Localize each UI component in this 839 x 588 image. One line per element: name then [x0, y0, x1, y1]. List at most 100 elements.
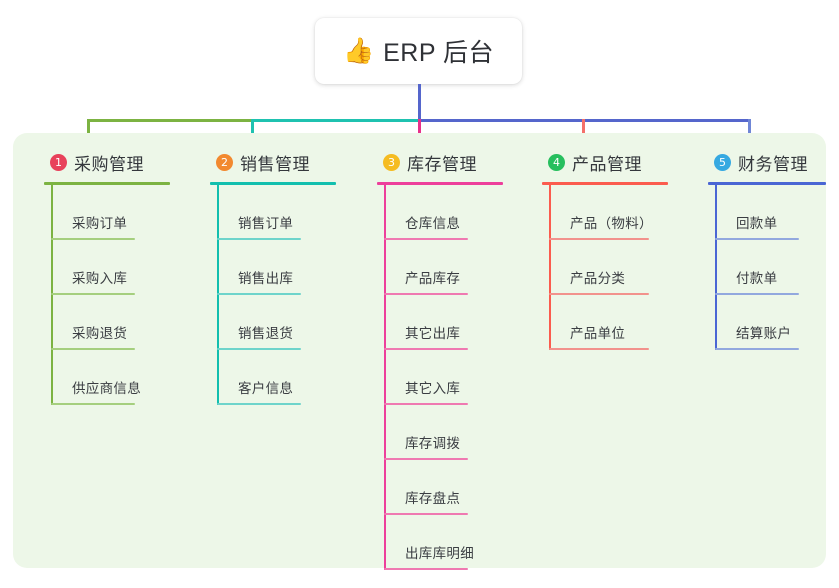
module-item-rule: [715, 293, 799, 295]
module-item[interactable]: 结算账户: [715, 295, 839, 350]
module-item[interactable]: 供应商信息: [51, 350, 192, 405]
module-item-rule: [217, 403, 301, 405]
module-column-3: 3 库存管理仓库信息产品库存其它出库其它入库库存调拨库存盘点出库库明细: [365, 147, 525, 570]
module-item-label: 仓库信息: [405, 216, 461, 231]
module-item[interactable]: 库存盘点: [384, 460, 525, 515]
module-number-badge: 1: [50, 153, 67, 171]
module-item-label: 产品单位: [570, 326, 626, 341]
module-item-label: 其它入库: [405, 381, 461, 396]
module-header-rule: [377, 182, 503, 185]
module-item[interactable]: 出库库明细: [384, 515, 525, 570]
module-title: 库存管理: [407, 154, 477, 174]
connector-drop-product: [582, 119, 585, 143]
module-item-rule: [715, 238, 799, 240]
module-number-badge: 4: [548, 153, 565, 171]
module-number-badge: 3: [383, 153, 400, 171]
module-item[interactable]: 采购入库: [51, 240, 192, 295]
module-item[interactable]: 产品库存: [384, 240, 525, 295]
module-item-label: 销售退货: [238, 326, 294, 341]
module-item-rule: [384, 403, 468, 405]
module-item-label: 回款单: [736, 216, 778, 231]
module-item[interactable]: 销售退货: [217, 295, 358, 350]
module-title: 采购管理: [74, 154, 144, 174]
module-item-label: 付款单: [736, 271, 778, 286]
module-item-label: 结算账户: [736, 326, 792, 341]
module-item-rule: [715, 348, 799, 350]
module-item-rule: [549, 238, 649, 240]
module-item-rule: [384, 238, 468, 240]
module-item-rule: [384, 568, 468, 570]
module-title: 财务管理: [738, 154, 808, 174]
module-item-rule: [217, 348, 301, 350]
module-item[interactable]: 产品分类: [549, 240, 690, 295]
connector-drop-sales: [251, 119, 254, 143]
module-header-1[interactable]: 1 采购管理: [32, 147, 192, 177]
connector-bar-teal: [251, 119, 419, 122]
connector-root-stem: [418, 84, 421, 122]
module-item-label: 库存调拨: [405, 436, 461, 451]
module-item-label: 采购订单: [72, 216, 128, 231]
module-item-label: 其它出库: [405, 326, 461, 341]
module-item-list: 产品（物料） 产品分类产品单位: [549, 185, 690, 350]
module-item-list: 采购订单采购入库采购退货供应商信息: [51, 185, 192, 405]
module-item-rule: [549, 348, 649, 350]
module-header-3[interactable]: 3 库存管理: [365, 147, 525, 177]
connector-bar-green: [87, 119, 252, 122]
module-item-label: 产品分类: [570, 271, 626, 286]
module-item[interactable]: 销售订单: [217, 185, 358, 240]
module-item-rule: [384, 348, 468, 350]
module-item-label: 客户信息: [238, 381, 294, 396]
thumbs-up-icon: 👍: [342, 36, 375, 65]
module-header-rule: [44, 182, 170, 185]
module-item[interactable]: 采购订单: [51, 185, 192, 240]
module-item-rule: [51, 293, 135, 295]
module-spine-line: [51, 185, 53, 405]
module-header-4[interactable]: 4 产品管理: [530, 147, 690, 177]
module-item-label: 出库库明细: [405, 546, 474, 561]
module-item-rule: [51, 403, 135, 405]
module-item[interactable]: 仓库信息: [384, 185, 525, 240]
connector-drop-finance: [748, 119, 751, 143]
module-item-rule: [51, 238, 135, 240]
module-item-list: 销售订单销售出库销售退货客户信息: [217, 185, 358, 405]
module-item[interactable]: 付款单: [715, 240, 839, 295]
module-header-rule: [708, 182, 826, 185]
module-item[interactable]: 产品（物料）: [549, 185, 690, 240]
module-column-5: 5 财务管理回款单付款单结算账户: [696, 147, 839, 350]
module-number-badge: 2: [216, 153, 233, 171]
module-item[interactable]: 其它入库: [384, 350, 525, 405]
connector-drop-inventory: [418, 119, 421, 143]
module-item-rule: [549, 293, 649, 295]
module-title: 产品管理: [572, 154, 642, 174]
module-item-label: 供应商信息: [72, 381, 141, 396]
module-item-rule: [384, 293, 468, 295]
module-item-label: 销售出库: [238, 271, 294, 286]
connector-drop-purchase: [87, 119, 90, 143]
module-header-rule: [542, 182, 668, 185]
module-item[interactable]: 库存调拨: [384, 405, 525, 460]
root-title: ERP 后台: [383, 39, 495, 67]
module-item-label: 产品库存: [405, 271, 461, 286]
module-item-rule: [384, 513, 468, 515]
module-spine-line: [549, 185, 551, 350]
module-column-4: 4 产品管理产品（物料） 产品分类产品单位: [530, 147, 690, 350]
module-item-rule: [217, 238, 301, 240]
module-item-label: 产品（物料）: [570, 216, 653, 231]
module-item[interactable]: 其它出库: [384, 295, 525, 350]
module-item[interactable]: 回款单: [715, 185, 839, 240]
module-column-1: 1 采购管理采购订单采购入库采购退货供应商信息: [32, 147, 192, 405]
module-header-5[interactable]: 5 财务管理: [696, 147, 839, 177]
module-item[interactable]: 产品单位: [549, 295, 690, 350]
module-item[interactable]: 客户信息: [217, 350, 358, 405]
module-item-list: 回款单付款单结算账户: [715, 185, 839, 350]
module-item-label: 库存盘点: [405, 491, 461, 506]
module-spine-line: [715, 185, 717, 350]
module-item[interactable]: 采购退货: [51, 295, 192, 350]
module-item-list: 仓库信息产品库存其它出库其它入库库存调拨库存盘点出库库明细: [384, 185, 525, 570]
module-number-badge: 5: [714, 153, 731, 171]
module-item[interactable]: 销售出库: [217, 240, 358, 295]
module-item-rule: [217, 293, 301, 295]
root-node[interactable]: 👍 ERP 后台: [315, 18, 522, 84]
